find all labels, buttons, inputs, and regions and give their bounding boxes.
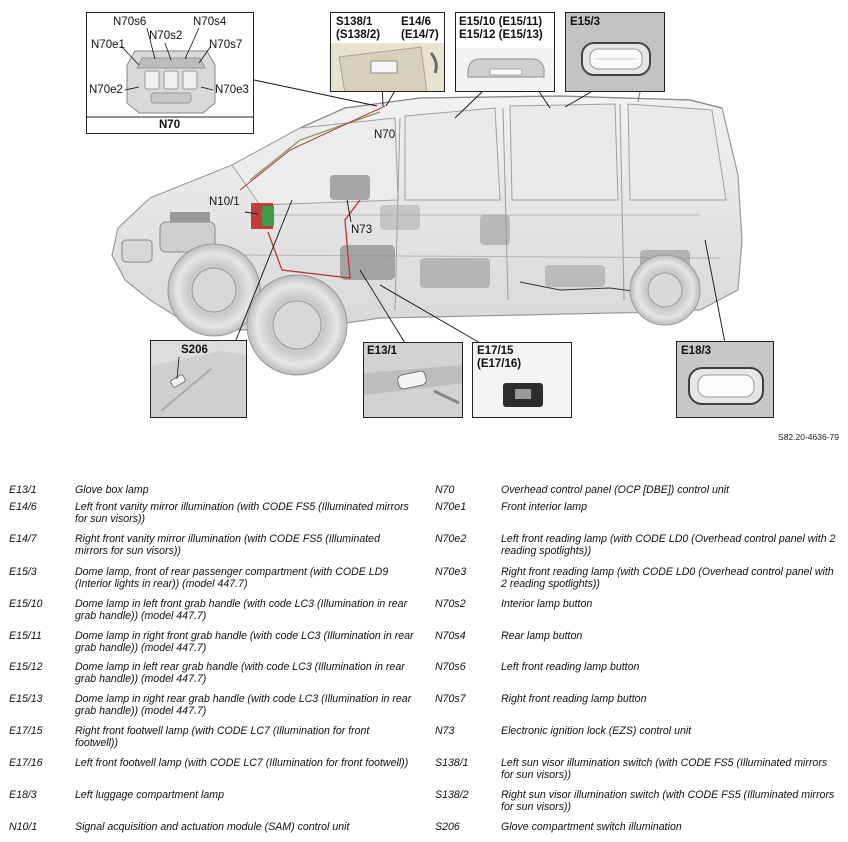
legend-code: E15/11 bbox=[9, 630, 42, 642]
n70-label-e1: N70e1 bbox=[91, 39, 125, 51]
legend-desc: Right front footwell lamp (with CODE LC7… bbox=[75, 725, 370, 750]
legend-code: E15/10 bbox=[9, 598, 43, 610]
s206-callout: S206 bbox=[150, 340, 247, 418]
legend-code: N70s7 bbox=[435, 693, 466, 705]
n70-label-s6: N70s6 bbox=[113, 16, 147, 28]
legend-code: E17/16 bbox=[9, 757, 43, 769]
legend-code: N70 bbox=[435, 484, 455, 496]
footwell-lamp-image bbox=[473, 343, 571, 417]
n70-label-e3: N70e3 bbox=[215, 84, 249, 96]
legend-code: E15/12 bbox=[9, 661, 43, 673]
e18-3-callout: E18/3 bbox=[676, 341, 774, 418]
legend-desc: Left front reading lamp button bbox=[501, 661, 640, 673]
legend-desc: Left front reading lamp (with CODE LD0 (… bbox=[501, 533, 836, 558]
legend-code: S138/1 bbox=[435, 757, 469, 769]
legend-desc: Dome lamp, front of rear passenger compa… bbox=[75, 566, 389, 591]
sun-visor-image bbox=[331, 43, 444, 91]
legend-code: N10/1 bbox=[9, 821, 38, 833]
legend-code: N70e2 bbox=[435, 533, 467, 545]
legend-left: E13/1 Glove box lamp E14/6 Left front va… bbox=[9, 480, 429, 835]
legend-code: N70e1 bbox=[435, 501, 467, 513]
legend-desc: Dome lamp in left rear grab handle (with… bbox=[75, 661, 405, 686]
e13-1-callout: E13/1 bbox=[363, 342, 463, 418]
legend-desc: Right sun visor illumination switch (wit… bbox=[501, 789, 835, 814]
legend-desc: Glove box lamp bbox=[75, 484, 149, 496]
legend-code: E14/7 bbox=[9, 533, 37, 545]
label-n73: N73 bbox=[351, 224, 373, 236]
sun-visor-callout: S138/1 (S138/2) E14/6 (E14/7) bbox=[330, 12, 445, 92]
legend-desc: Rear lamp button bbox=[501, 630, 583, 642]
legend-code: N70s6 bbox=[435, 661, 466, 673]
e18-3-label: E18/3 bbox=[681, 345, 712, 357]
legend-desc: Dome lamp in right rear grab handle (wit… bbox=[75, 693, 412, 718]
dome-lamp-image bbox=[566, 13, 664, 91]
legend-desc: Glove compartment switch illumination bbox=[501, 821, 682, 833]
figure-reference-code: S82.20-4636-79 bbox=[778, 432, 839, 442]
s206-label: S206 bbox=[181, 344, 208, 356]
e15-3-label: E15/3 bbox=[570, 16, 601, 28]
legend-code: E17/15 bbox=[9, 725, 43, 737]
n70-label-s2: N70s2 bbox=[149, 30, 183, 42]
n70-box-title: N70 bbox=[159, 119, 181, 131]
n70-label-s7: N70s7 bbox=[209, 39, 243, 51]
legend-code: N70e3 bbox=[435, 566, 467, 578]
e17-15-label: E17/15 (E17/16) bbox=[477, 345, 522, 370]
legend-code: E15/13 bbox=[9, 693, 43, 705]
e17-15-callout: E17/15 (E17/16) bbox=[472, 342, 572, 418]
legend-code: N73 bbox=[435, 725, 455, 737]
legend-code: S206 bbox=[435, 821, 460, 833]
grab-handle-callout: E15/10 (E15/11) E15/12 (E15/13) bbox=[455, 12, 555, 92]
label-n70-car: N70 bbox=[374, 129, 396, 141]
overhead-panel-image bbox=[87, 27, 253, 118]
glove-box-switch-image bbox=[151, 341, 246, 417]
legend-desc: Left sun visor illumination switch (with… bbox=[501, 757, 828, 782]
legend-code: E14/6 bbox=[9, 501, 37, 513]
legend-code: N70s2 bbox=[435, 598, 466, 610]
legend-code: S138/2 bbox=[435, 789, 469, 801]
e13-1-label: E13/1 bbox=[367, 345, 398, 357]
legend-desc: Overhead control panel (OCP [DBE]) contr… bbox=[501, 484, 730, 496]
legend-desc: Right front reading lamp button bbox=[501, 693, 647, 705]
legend-code: E15/3 bbox=[9, 566, 37, 578]
legend-desc: Left front footwell lamp (with CODE LC7 … bbox=[75, 757, 409, 769]
legend-desc: Right front reading lamp (with CODE LD0 … bbox=[501, 566, 834, 591]
legend-code: E18/3 bbox=[9, 789, 37, 801]
legend-desc: Right front vanity mirror illumination (… bbox=[75, 533, 380, 558]
e15-3-callout: E15/3 bbox=[565, 12, 665, 92]
luggage-lamp-image bbox=[677, 342, 773, 417]
legend-desc: Signal acquisition and actuation module … bbox=[75, 821, 350, 833]
legend-desc: Front interior lamp bbox=[501, 501, 587, 513]
legend-desc: Dome lamp in left front grab handle (wit… bbox=[75, 598, 408, 623]
grab-handle-image bbox=[456, 48, 554, 91]
legend-desc: Electronic ignition lock (EZS) control u… bbox=[501, 725, 692, 737]
legend-desc: Interior lamp button bbox=[501, 598, 593, 610]
label-n10-1: N10/1 bbox=[209, 196, 240, 208]
sun-visor-label-switch: S138/1 (S138/2) bbox=[336, 16, 381, 41]
sun-visor-label-mirror: E14/6 (E14/7) bbox=[401, 16, 439, 41]
van-illustration bbox=[111, 51, 743, 376]
legend-code: N70s4 bbox=[435, 630, 466, 642]
diagram-area: N70 N10/1 N73 N70s6 N70s4 N70s2 N70e1 N7… bbox=[86, 12, 839, 442]
grab-handle-label: E15/10 (E15/11) E15/12 (E15/13) bbox=[459, 16, 543, 41]
n70-label-s4: N70s4 bbox=[193, 16, 227, 28]
n70-label-e2: N70e2 bbox=[89, 84, 123, 96]
legend-right: N70 Overhead control panel (OCP [DBE]) c… bbox=[435, 480, 845, 835]
glove-box-lamp-image bbox=[364, 343, 462, 417]
legend-code: E13/1 bbox=[9, 484, 37, 496]
n70-callout: N70s6 N70s4 N70s2 N70e1 N70s7 N70e2 N70e… bbox=[86, 12, 254, 134]
legend-desc: Dome lamp in right front grab handle (wi… bbox=[75, 630, 414, 655]
legend-desc: Left front vanity mirror illumination (w… bbox=[75, 501, 409, 526]
legend-desc: Left luggage compartment lamp bbox=[75, 789, 224, 801]
